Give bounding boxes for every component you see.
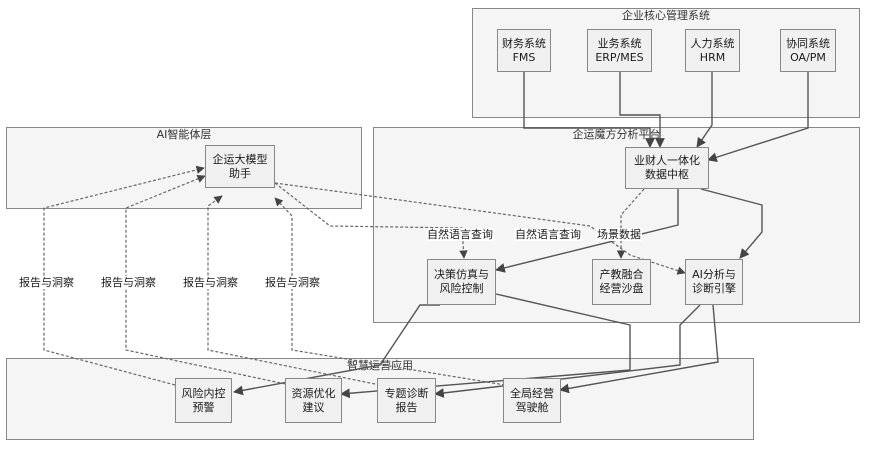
- group-smart-apps-title: 智慧运营应用: [347, 359, 413, 372]
- node-resource-opt: 资源优化 建议: [285, 378, 342, 423]
- edge-label-report-2: 报告与洞察: [100, 276, 157, 289]
- edge-label-report-1: 报告与洞察: [18, 276, 75, 289]
- group-ai-layer: AI智能体层: [6, 127, 362, 209]
- node-cockpit: 全局经营 驾驶舱: [503, 378, 561, 423]
- node-decision-sim: 决策仿真与 风险控制: [427, 259, 496, 305]
- group-core-systems-title: 企业核心管理系统: [622, 9, 710, 22]
- node-sandbox: 产教融合 经营沙盘: [592, 259, 651, 305]
- node-data-hub: 业财人一体化 数据中枢: [625, 147, 709, 189]
- node-hrm: 人力系统 HRM: [685, 29, 740, 72]
- edge-label-nlq-2: 自然语言查询: [514, 228, 582, 241]
- node-llm-assistant: 企运大模型 助手: [205, 145, 275, 188]
- group-ai-layer-title: AI智能体层: [156, 128, 212, 141]
- edge-label-report-4: 报告与洞察: [264, 276, 321, 289]
- group-analysis-platform-title: 企运魔方分析平台: [572, 128, 661, 141]
- node-erp: 业务系统 ERP/MES: [587, 29, 652, 72]
- edge-report-llm: [207, 195, 381, 386]
- node-diagnosis-report: 专题诊断 报告: [377, 378, 436, 423]
- node-oa: 协同系统 OA/PM: [780, 29, 836, 72]
- node-risk-alert: 风险内控 预警: [175, 378, 232, 423]
- node-fms: 财务系统 FMS: [497, 29, 551, 72]
- edge-label-scene-data: 场景数据: [596, 228, 642, 241]
- edge-label-nlq-1: 自然语言查询: [426, 228, 494, 241]
- edge-label-report-3: 报告与洞察: [182, 276, 239, 289]
- node-ai-engine: AI分析与 诊断引擎: [685, 259, 743, 305]
